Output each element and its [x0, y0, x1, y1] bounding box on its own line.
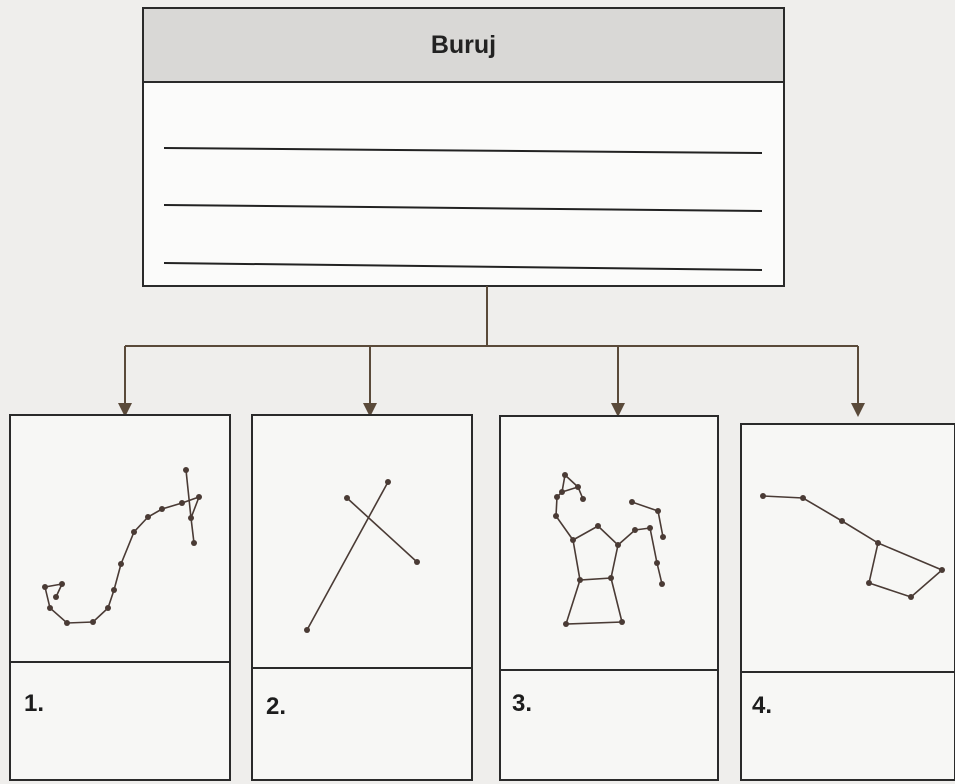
connector-lines — [124, 286, 859, 405]
panel-dividers — [10, 661, 955, 673]
panel-1-frame — [9, 414, 231, 781]
constellation-1 — [42, 467, 202, 626]
panel-label-1: 1. — [24, 690, 45, 717]
panel-2-frame — [251, 414, 473, 781]
answer-line-1 — [163, 147, 763, 154]
constellation-2 — [304, 479, 420, 633]
panel-3-frame — [499, 415, 719, 781]
answer-line-2 — [163, 204, 763, 212]
arrowhead-4 — [851, 403, 865, 417]
arrowhead-2 — [363, 403, 377, 417]
panel-4-frame — [740, 423, 955, 781]
title-header-band — [144, 9, 783, 82]
constellation-4 — [760, 493, 945, 600]
panel-label-3: 3. — [512, 690, 533, 717]
panel-label-2: 2. — [266, 693, 287, 720]
arrowhead-3 — [611, 403, 625, 417]
arrowheads — [118, 403, 865, 417]
arrowhead-1 — [118, 403, 132, 417]
panel-frames — [9, 414, 955, 781]
title-box-heading: Buruj — [430, 30, 497, 59]
answer-line-3 — [163, 262, 763, 271]
constellation-3 — [553, 472, 666, 627]
panel-label-4: 4. — [752, 692, 773, 719]
